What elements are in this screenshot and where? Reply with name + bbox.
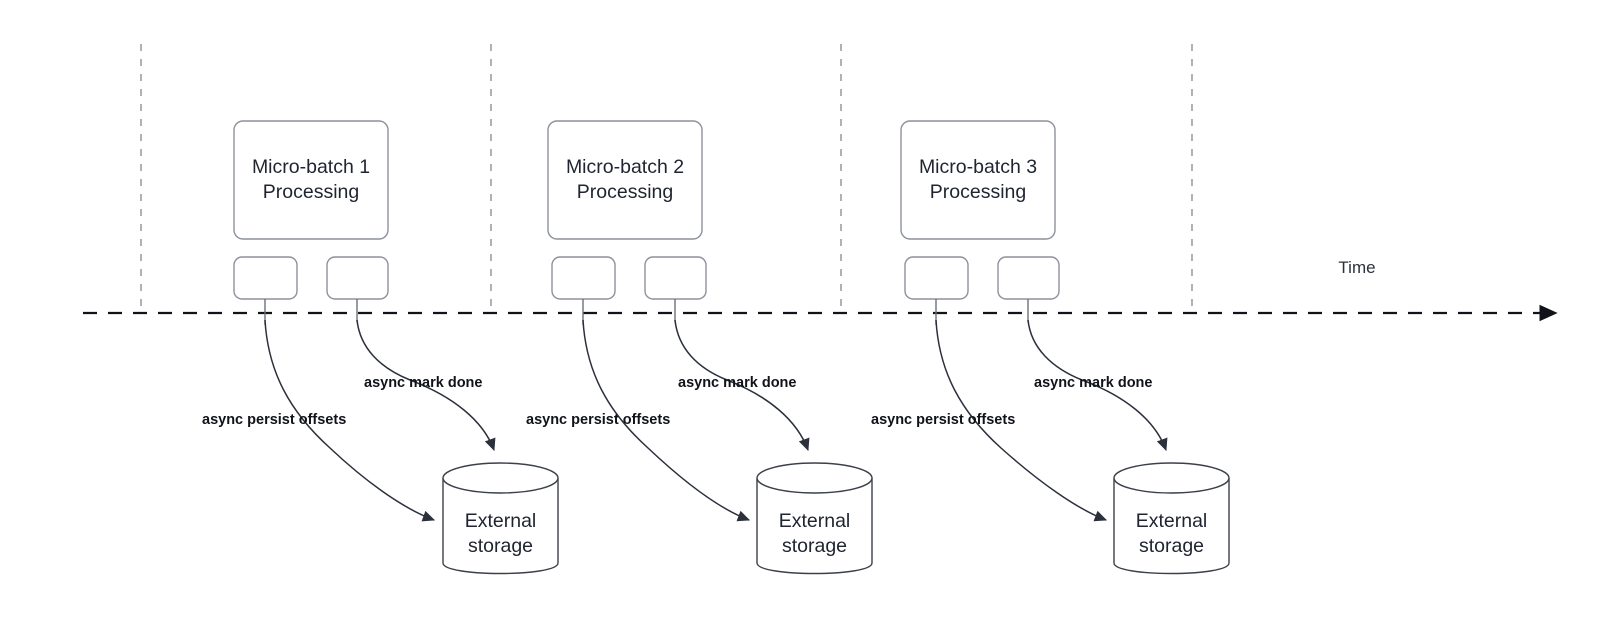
micro-batch-2-persist-offsets-task[interactable]	[551, 256, 616, 300]
micro-batch-1-external-storage-cylinder[interactable]: External storage	[442, 462, 559, 575]
micro-batch-2-storage-label-line2: storage	[782, 535, 847, 557]
micro-batch-2-cylinder-body	[756, 478, 873, 575]
micro-batch-3-async-persist-offsets-arrow	[935, 319, 1108, 522]
micro-batch-1-persist-offsets-task[interactable]	[233, 256, 298, 300]
micro-batch-2-external-storage-cylinder[interactable]: External storage	[756, 462, 873, 575]
micro-batch-2-group: Micro-batch 2 Processing async persist o…	[526, 120, 873, 575]
micro-batch-2-mark-done-task[interactable]	[644, 256, 707, 300]
micro-batch-3-async-mark-done-arrow	[1027, 319, 1168, 452]
micro-batch-3-async-persist-offsets-label: async persist offsets	[871, 412, 1015, 428]
micro-batch-3-cylinder-body	[1113, 478, 1230, 575]
time-axis: Time	[83, 258, 1558, 322]
micro-batch-2-process-box[interactable]	[547, 120, 703, 240]
micro-batch-3-storage-label-line2: storage	[1139, 535, 1204, 557]
micro-batch-1-storage-label-line1: External	[465, 510, 537, 532]
micro-batch-1-async-mark-done-label: async mark done	[364, 375, 482, 391]
micro-batch-2-async-mark-done-label: async mark done	[678, 375, 796, 391]
micro-batch-1-async-persist-offsets-arrow	[264, 319, 436, 522]
micro-batch-3-storage-label-line1: External	[1136, 510, 1208, 532]
micro-batch-1-storage-label-line2: storage	[468, 535, 533, 557]
micro-batch-1-process-label-line1: Micro-batch 1	[252, 156, 370, 178]
micro-batch-1-async-persist-offsets-label: async persist offsets	[202, 412, 346, 428]
micro-batch-1-cylinder-top	[442, 462, 559, 494]
micro-batch-2-cylinder-top	[756, 462, 873, 494]
micro-batch-1-process-box[interactable]	[233, 120, 389, 240]
micro-batch-2-process-label-line2: Processing	[577, 181, 673, 203]
micro-batch-3-group: Micro-batch 3 Processing async persist o…	[871, 120, 1230, 575]
micro-batch-1-cylinder-body	[442, 478, 559, 575]
micro-batch-2-async-persist-offsets-arrow	[582, 319, 751, 522]
micro-batch-2-process-label-line1: Micro-batch 2	[566, 156, 684, 178]
micro-batch-2-storage-label-line1: External	[779, 510, 851, 532]
micro-batch-1-process-label-line2: Processing	[263, 181, 359, 203]
micro-batch-3-process-label-line1: Micro-batch 3	[919, 156, 1037, 178]
micro-batch-3-mark-done-task[interactable]	[997, 256, 1060, 300]
micro-batch-3-persist-offsets-task[interactable]	[904, 256, 969, 300]
micro-batch-2-async-mark-done-arrow	[674, 319, 810, 452]
micro-batch-1-group: Micro-batch 1 Processing async persist o…	[202, 120, 559, 575]
micro-batch-1-async-mark-done-arrow	[356, 319, 496, 452]
micro-batch-2-async-persist-offsets-label: async persist offsets	[526, 412, 670, 428]
micro-batch-3-external-storage-cylinder[interactable]: External storage	[1113, 462, 1230, 575]
micro-batch-3-cylinder-top	[1113, 462, 1230, 494]
micro-batch-1-mark-done-task[interactable]	[326, 256, 389, 300]
micro-batch-3-async-mark-done-label: async mark done	[1034, 375, 1152, 391]
micro-batch-3-process-label-line2: Processing	[930, 181, 1026, 203]
time-axis-label: Time	[1338, 258, 1375, 277]
micro-batch-3-process-box[interactable]	[900, 120, 1056, 240]
